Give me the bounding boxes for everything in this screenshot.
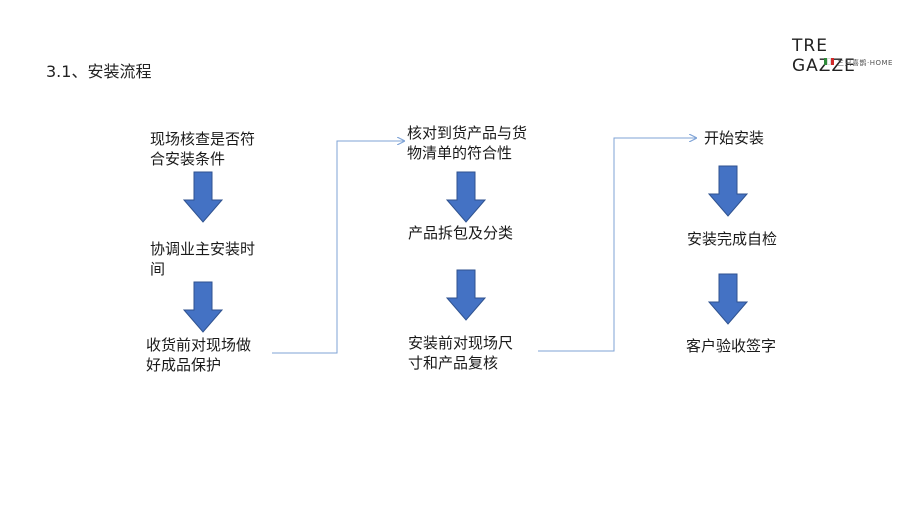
brand-logo: TRE GAZZE 三只喜鹊·HOME [792,36,893,76]
down-arrow-c3-1 [707,165,749,217]
down-arrow-c2-2 [445,269,487,321]
page-title: 3.1、安装流程 [46,62,152,81]
step-c3-1: 开始安装 [704,128,764,148]
logo-flag-white [827,58,831,65]
step-c2-1-line1: 核对到货产品与货 [407,124,528,142]
step-c3-3: 客户验收签字 [686,336,776,356]
step-c1-3: 收货前对现场做 好成品保护 [146,335,251,375]
step-c2-1: 核对到货产品与货 物清单的符合性 [407,123,527,163]
step-c2-3-line2: 寸和产品复核 [408,354,499,372]
step-c2-2-line1: 产品拆包及分类 [408,224,514,242]
connector-c1-to-c2 [272,141,404,354]
step-c1-3-line1: 收货前对现场做 [146,336,252,354]
logo-flag-green [824,58,827,65]
down-arrow-c2-1 [445,171,487,223]
logo-brand-text: TRE GAZZE [792,36,856,76]
down-arrow-c1-2 [182,281,224,333]
step-c1-2-line1: 协调业主安装时 [150,240,256,258]
step-c3-2-line1: 安装完成自检 [687,230,778,248]
step-c1-1-line1: 现场核查是否符 [150,130,256,148]
down-arrow-c1-1 [182,171,224,223]
step-c2-3-line1: 安装前对现场尺 [408,334,514,352]
step-c3-2: 安装完成自检 [687,229,777,249]
step-c1-1: 现场核查是否符 合安装条件 [150,129,255,169]
step-c2-1-line2: 物清单的符合性 [407,144,513,162]
step-c1-2: 协调业主安装时 间 [150,239,255,279]
step-c3-3-line1: 客户验收签字 [686,337,777,355]
down-arrow-c3-2 [707,273,749,325]
step-c2-3: 安装前对现场尺 寸和产品复核 [408,333,513,373]
step-c3-1-line1: 开始安装 [704,129,765,147]
logo-subtitle: 三只喜鹊·HOME [837,59,893,67]
connector-c2-to-c3 [538,138,696,352]
step-c2-2: 产品拆包及分类 [408,223,513,243]
step-c1-2-line2: 间 [150,260,166,278]
step-c1-3-line2: 好成品保护 [146,356,222,374]
logo-flag-red [831,58,834,65]
step-c1-1-line2: 合安装条件 [150,150,226,168]
